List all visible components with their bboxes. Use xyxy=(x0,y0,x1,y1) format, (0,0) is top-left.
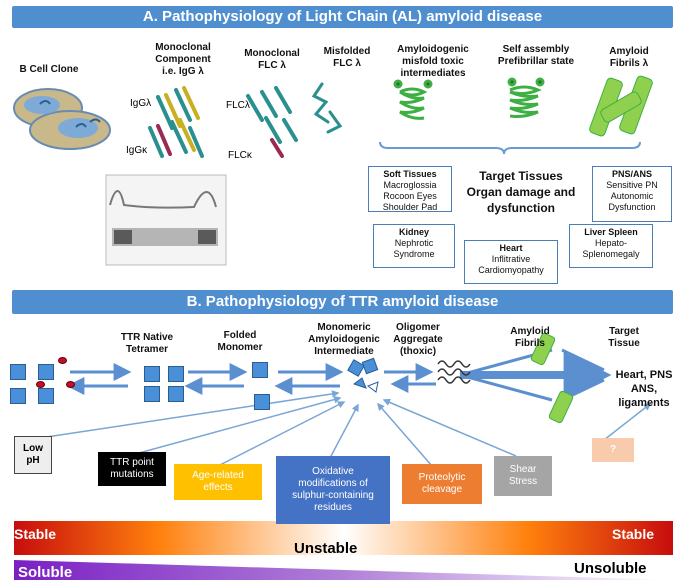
target-organs-label: Heart, PNS ANS, ligaments xyxy=(615,369,673,409)
part-b-banner: B. Pathophysiology of TTR amyloid diseas… xyxy=(12,290,673,314)
flc-lambda-label: FLCλ xyxy=(226,100,250,111)
ligand-dot xyxy=(36,381,45,388)
monoclonal-flc-label: Monoclonal FLC λ xyxy=(244,48,300,71)
ttr-pathway-arrows xyxy=(66,348,612,402)
oligomer-aggregate-icon xyxy=(437,360,471,384)
native-tetramer-label: TTR Native Tetramer xyxy=(120,332,174,355)
kidney-box: Kidney Nephrotic Syndrome xyxy=(373,224,455,268)
oligomer-label: Oligomer Aggregate (thoxic) xyxy=(393,322,443,357)
target-tissues-title: Target Tissues Organ damage and dysfunct… xyxy=(466,169,576,215)
ttr-subunit xyxy=(38,364,54,380)
ttr-subunit xyxy=(168,386,184,402)
stable-right-label: Stable xyxy=(612,526,655,542)
ttr-subunit xyxy=(168,366,184,382)
target-tissue-label: Target Tissue xyxy=(608,326,640,349)
heart-box: Heart Inflitrative Cardiomyopathy xyxy=(464,240,558,284)
monomeric-intermediate-icon xyxy=(347,357,379,393)
unknown-factor: ? xyxy=(592,438,634,462)
ttr-subunit xyxy=(10,388,26,404)
ttr-monomer xyxy=(252,362,268,378)
part-a-banner: A. Pathophysiology of Light Chain (AL) a… xyxy=(12,6,673,28)
soft-tissues-box: Soft Tissues Macroglossia Rocoon Eyes Sh… xyxy=(368,166,452,212)
unstable-label: Unstable xyxy=(294,540,358,557)
solubility-gradient-bar xyxy=(14,560,673,580)
flc-lambda-icon xyxy=(246,86,298,158)
misfolded-flc-icon xyxy=(311,82,343,134)
ttr-subunit xyxy=(10,364,26,380)
ttr-subunit xyxy=(38,388,54,404)
monoclonal-component-label: Monoclonal Component i.e. IgG λ xyxy=(155,42,211,77)
ligand-dot xyxy=(66,381,75,388)
amyloidogenic-label: Amyloidogenic misfold toxic intermediate… xyxy=(397,44,469,79)
electrophoresis-image xyxy=(105,174,227,266)
ligand-dot xyxy=(58,357,67,364)
factor-arrows xyxy=(39,390,652,469)
ttr-subunit xyxy=(144,386,160,402)
self-assembly-icon xyxy=(507,77,545,118)
ttr-monomer xyxy=(254,394,270,410)
ttr-fibrils-label: Amyloid Fibrils xyxy=(510,326,550,349)
folded-monomer-label: Folded Monomer xyxy=(217,330,263,353)
monoclonal-component-icon xyxy=(148,86,204,158)
amyloid-fibrils-icon xyxy=(589,75,653,137)
target-brace xyxy=(379,141,641,155)
stable-left-label: Stable xyxy=(14,526,57,542)
b-cell-clone-icon xyxy=(13,88,111,150)
pns-ans-box: PNS/ANS Sensitive PN Autonomic Dysfuncti… xyxy=(592,166,672,222)
misfolded-flc-label: Misfolded FLC λ xyxy=(323,46,371,69)
self-assembly-label: Self assembly Prefibrillar state xyxy=(497,44,575,67)
flc-kappa-label: FLCκ xyxy=(228,150,252,161)
monomeric-intermediate-label: Monomeric Amyloidogenic Intermediate xyxy=(308,322,380,357)
igg-lambda-label: IgGλ xyxy=(130,98,152,109)
igg-kappa-label: IgGκ xyxy=(126,145,148,156)
amyloidogenic-coil-icon xyxy=(393,79,433,120)
liver-spleen-box: Liver Spleen Hepato- Splenomegaly xyxy=(569,224,653,268)
amyloid-fibrils-label: Amyloid Fibrils λ xyxy=(609,46,649,69)
soluble-label: Soluble xyxy=(18,564,73,581)
stability-gradient-bar xyxy=(14,521,673,555)
unsoluble-label: Unsoluble xyxy=(574,560,647,577)
ttr-fibrils-icon xyxy=(530,332,574,424)
b-cell-clone-label: B Cell Clone xyxy=(19,64,79,75)
ttr-subunit xyxy=(144,366,160,382)
